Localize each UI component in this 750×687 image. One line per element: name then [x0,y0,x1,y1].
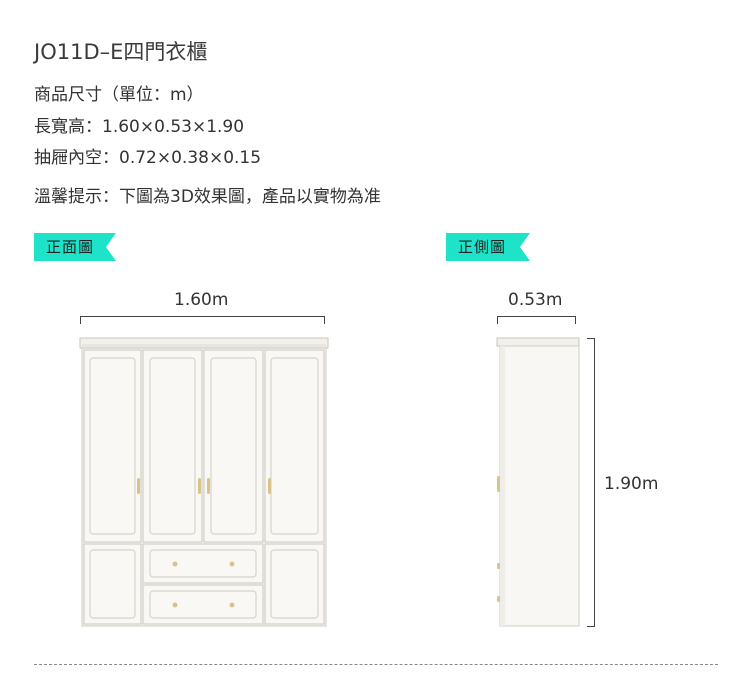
side-view-tag: 正側圖 [446,233,530,261]
front-width-bracket [80,316,325,324]
side-height-bracket [587,338,595,627]
front-view-tag: 正面圖 [34,233,116,261]
spec-drawer-inner: 抽屜內空：0.72×0.38×0.15 [34,148,262,168]
product-title: JO11D–E四門衣櫃 [34,40,208,64]
wardrobe-front-illustration [79,337,329,627]
front-width-label: 1.60m [174,290,229,310]
side-depth-bracket [497,316,576,324]
section-divider [34,664,718,665]
side-height-label: 1.90m [604,474,659,494]
spec-dimensions: 長寬高：1.60×0.53×1.90 [34,117,245,137]
spec-unit: 商品尺寸（單位：m） [34,85,204,105]
notice-text: 溫馨提示：下圖為3D效果圖，產品以實物為准 [34,187,381,207]
wardrobe-side-illustration [496,337,580,627]
side-depth-label: 0.53m [508,290,563,310]
